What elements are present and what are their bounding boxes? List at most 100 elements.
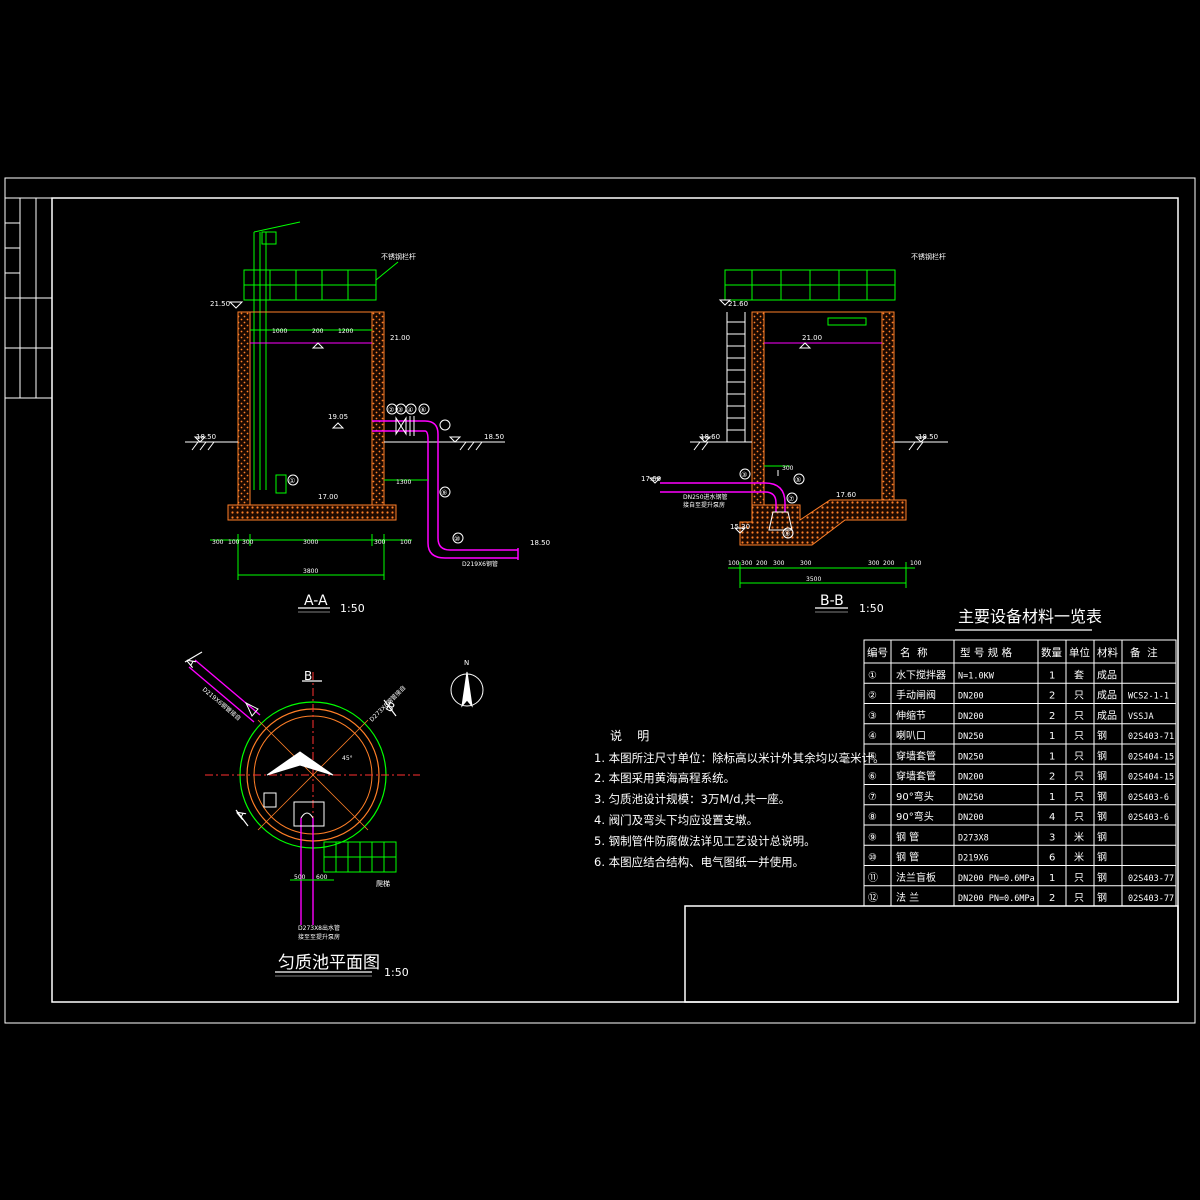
aa-elev-ground-left: 18.50 (196, 433, 216, 441)
bb-scale: 1:50 (859, 602, 884, 615)
plan-outlet-label-1: D273X8出水管 (298, 924, 340, 932)
table-cell-spec: DN200 (958, 712, 984, 722)
aa-dim-left-c: 300 (242, 539, 254, 546)
aa-scale: 1:50 (340, 602, 365, 615)
bb-dim-b4: 300 (800, 560, 812, 567)
table-header-no: 编号 (867, 646, 888, 659)
aa-callout-9: ⑨ (441, 489, 447, 497)
table-title: 主要设备材料一览表 (958, 607, 1102, 626)
aa-callout-4: ④ (407, 406, 413, 414)
table-cell-material: 钢 (1097, 770, 1107, 783)
table-cell-material: 钢 (1097, 830, 1107, 843)
table-cell-unit: 只 (1074, 812, 1084, 823)
aa-callout-1: ① (289, 477, 295, 485)
table-cell-no: ⑨ (868, 832, 877, 843)
table-header-material: 材料 (1097, 646, 1119, 659)
plan-ladder (323, 841, 397, 873)
wall-right-aa (371, 311, 385, 509)
railing-bb (724, 269, 896, 301)
table-cell-spec: N=1.0KW (958, 671, 995, 681)
table-cell-spec: DN200 PN=0.6MPa (958, 894, 1035, 904)
bb-callout-9: ⑨ (784, 530, 790, 538)
wall-left-aa (237, 311, 251, 509)
title-block (684, 905, 1179, 1003)
bb-elev-top: 21.60 (728, 300, 748, 308)
table-cell-remark: VSSJA (1128, 712, 1154, 722)
table-cell-material: 钢 (1097, 790, 1107, 803)
table-cell-qty: 2 (1049, 893, 1055, 904)
wall-right-bb (881, 311, 895, 509)
bb-dim-total: 3500 (806, 576, 821, 583)
note-1: 1. 本图所注尺寸单位：除标高以米计外其余均以毫米计。 (594, 751, 885, 765)
plan-scale: 1:50 (384, 966, 409, 979)
table-cell-unit: 只 (1074, 711, 1084, 722)
bb-callout-5: ⑤ (795, 476, 801, 484)
table-cell-name: 穿墙套管 (896, 770, 936, 783)
plan-angle: 45° (342, 755, 353, 762)
table-cell-remark: 02S404-15 (1128, 752, 1174, 762)
bb-dim-elbow: 300 (782, 465, 794, 472)
table-cell-material: 钢 (1097, 871, 1107, 884)
table-cell-remark: 02S403-6 (1128, 793, 1169, 803)
table-cell-qty: 1 (1049, 751, 1055, 762)
table-cell-no: ⑦ (868, 792, 877, 803)
note-6: 6. 本图应结合结构、电气图纸一并使用。 (594, 855, 804, 869)
aa-callout-3: ③ (397, 406, 403, 414)
table-cell-material: 成品 (1097, 669, 1117, 681)
table-cell-remark: 02S403-77 (1128, 894, 1174, 904)
railing-aa (243, 261, 399, 301)
bb-railing-label: 不锈钢栏杆 (911, 252, 946, 261)
plan-dim-a: 500 (294, 874, 306, 881)
aa-callout-6: ⑥ (420, 406, 426, 414)
plan-title: 匀质池平面图 (278, 953, 380, 973)
aa-dim-pipe-offset: 1300 (396, 479, 411, 486)
table-cell-spec: D219X6 (958, 854, 989, 864)
bb-dim-b3: 300 (773, 560, 785, 567)
table-cell-name: 90°弯头 (896, 790, 934, 803)
table-cell-unit: 只 (1074, 792, 1084, 803)
table-cell-no: ⑥ (868, 772, 877, 783)
table-cell-name: 法兰盲板 (896, 871, 936, 884)
aa-elev-bottom: 17.00 (318, 493, 338, 501)
table-cell-no: ③ (868, 711, 877, 722)
note-2: 2. 本图采用黄海高程系统。 (594, 771, 735, 785)
aa-elev-ground-right: 18.50 (484, 433, 504, 441)
table-cell-name: 伸缩节 (896, 709, 926, 722)
bb-title: B-B (820, 593, 844, 609)
aa-callout-2: ② (388, 406, 394, 414)
table-header-row: 编号 名 称 型 号 规 格 数量 单位 材料 备 注 (867, 646, 1158, 659)
aa-elev-water: 21.00 (390, 334, 410, 342)
table-cell-material: 钢 (1097, 810, 1107, 823)
table-cell-material: 钢 (1097, 729, 1107, 742)
slab-bb (739, 499, 907, 546)
aa-railing-label: 不锈钢栏杆 (381, 252, 416, 261)
table-cell-spec: DN250 (958, 752, 984, 762)
table-cell-qty: 3 (1049, 832, 1055, 843)
note-4: 4. 阀门及弯头下均应设置支墩。 (594, 813, 758, 827)
aa-dim-overall: 3800 (303, 568, 318, 575)
table-cell-name: 手动闸阀 (896, 689, 936, 702)
table-cell-unit: 只 (1074, 691, 1084, 702)
table-cell-qty: 1 (1049, 731, 1055, 742)
note-5: 5. 钢制管件防腐做法详见工艺设计总说明。 (594, 834, 816, 848)
bb-callout-3: ③ (741, 471, 747, 479)
table-cell-spec: DN200 PN=0.6MPa (958, 874, 1035, 884)
table-cell-unit: 只 (1074, 893, 1084, 904)
table-cell-no: ⑩ (868, 853, 877, 864)
bb-dim-b1: 300 (741, 560, 753, 567)
table-cell-no: ⑫ (868, 892, 878, 904)
bb-dim-b2: 200 (756, 560, 768, 567)
table-cell-unit: 套 (1074, 668, 1084, 681)
table-cell-qty: 1 (1049, 873, 1055, 884)
table-cell-no: ② (868, 691, 877, 702)
table-cell-no: ④ (868, 731, 877, 742)
aa-dim-total: 3000 (303, 539, 318, 546)
